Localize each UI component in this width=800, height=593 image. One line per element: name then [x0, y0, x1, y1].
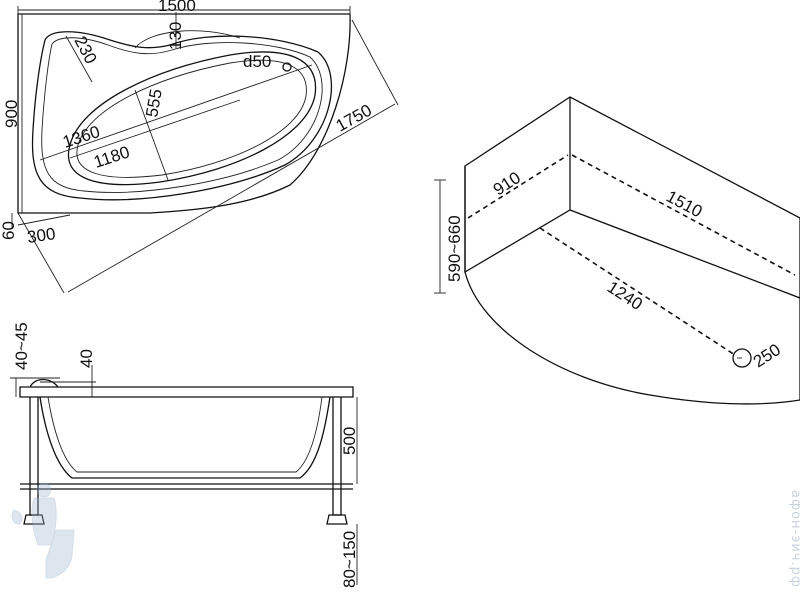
label-tub-height: 500: [340, 427, 359, 455]
label-corner-offset-y: 60: [0, 221, 18, 240]
top-view-basin: [67, 51, 317, 186]
iso-curved-front: [464, 271, 800, 405]
label-diagonal: 1750: [333, 101, 375, 136]
dim-line-inner-length: [69, 99, 241, 159]
side-view-tub-inner: [47, 396, 323, 473]
side-view-tub-body: [39, 396, 331, 479]
dim-line-inner-width: [134, 89, 169, 181]
top-view-outer-rim: [17, 13, 351, 214]
top-view-bowl-outline: [31, 31, 332, 201]
label-drain: d50: [243, 52, 271, 71]
dim-ext-diagonal-b: [17, 212, 65, 294]
side-view-rim: [19, 386, 354, 398]
side-view-headrest: [29, 378, 59, 388]
top-view-basin-inner: [76, 59, 307, 178]
dim-line-length: [571, 154, 796, 276]
side-view: 40~45 40 500 80~150: [10, 322, 359, 588]
watermark-text: афон-эйч.рф: [788, 490, 800, 588]
drain-hole-icon: [282, 62, 292, 72]
plumber-mascot-icon: [11, 482, 75, 579]
right-foot-icon: [326, 514, 348, 525]
label-rim-inner: 40: [77, 349, 96, 368]
dim-line-armrest: [65, 35, 93, 83]
label-corner-offset-x: 300: [26, 224, 57, 247]
label-width: 1500: [158, 0, 196, 15]
dim-ext-diagonal: [351, 19, 399, 106]
top-view: 1500 130 900 1750 230 d50 555 1360 1180 …: [0, 0, 399, 294]
iso-view: 910 1510 590~660 1240 250: [434, 96, 800, 405]
top-view-bowl-inner-edge: [41, 37, 323, 193]
left-foot-icon: [23, 514, 45, 525]
label-drain-offset: 250: [750, 340, 784, 371]
label-inner-length: 1180: [91, 142, 132, 171]
label-height: 590~660: [445, 215, 464, 282]
label-rim-height: 40~45: [12, 322, 31, 370]
label-headrest-depth: 130: [166, 22, 185, 50]
label-inner-width: 555: [142, 87, 166, 118]
top-view-headrest: [134, 30, 241, 49]
iso-drain-icon: [732, 348, 752, 368]
label-leg-adjust: 80~150: [340, 531, 359, 588]
dim-line-side-depth: [467, 154, 569, 219]
label-depth: 900: [2, 100, 21, 128]
label-side-depth: 910: [490, 168, 524, 199]
left-leg: [29, 397, 39, 516]
right-leg: [332, 397, 342, 516]
iso-panel-outline: [464, 96, 800, 299]
dim-line-diagonal: [67, 103, 396, 293]
dim-line-offset-x: [17, 214, 71, 226]
dim-line-panel-length: [539, 227, 736, 356]
dim-line-inner-length-outer: [39, 64, 313, 161]
label-inner-length-outer: 1360: [60, 122, 102, 152]
